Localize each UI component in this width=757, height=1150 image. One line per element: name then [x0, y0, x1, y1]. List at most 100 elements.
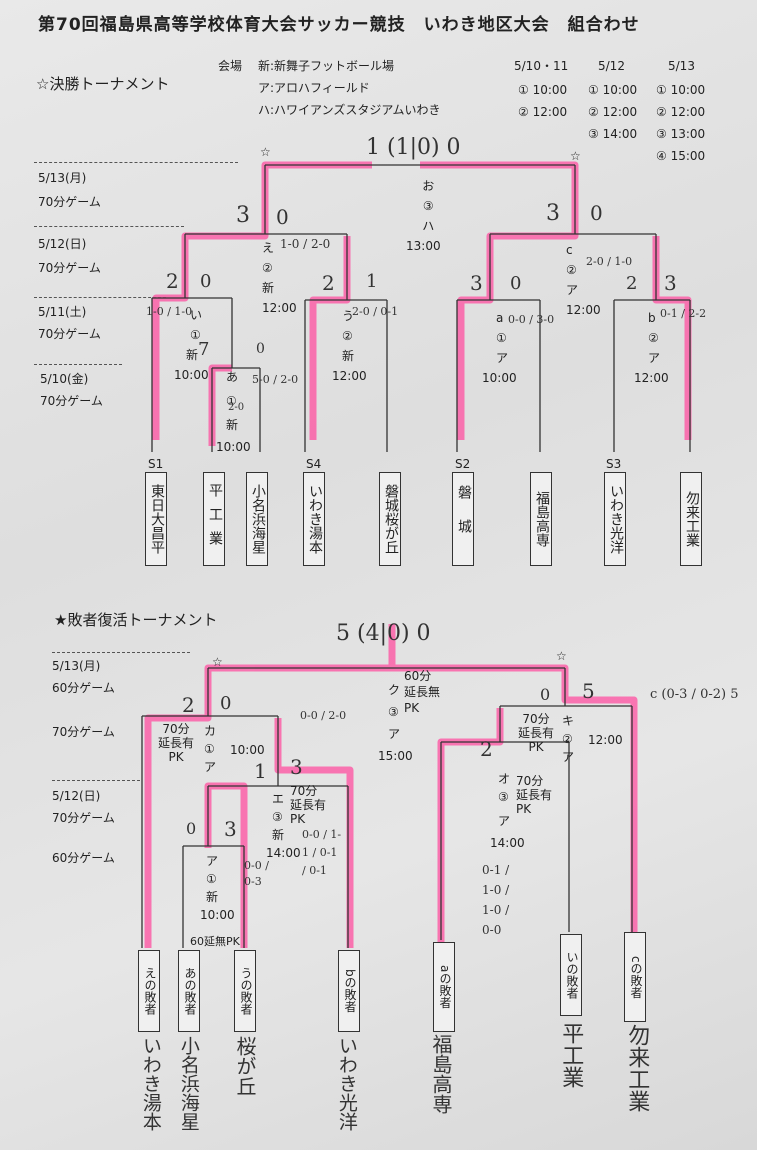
round-length: 70分ゲーム — [38, 327, 101, 341]
hw-score: 1-0 / 1-0 — [146, 305, 193, 318]
hw-score: 0 — [540, 685, 551, 704]
hw-score: 2 — [182, 693, 195, 717]
hw-team-name: 平工業 — [558, 1022, 584, 1088]
hw-score: 0 — [200, 271, 212, 292]
hw-score: 0-1 / 2-2 — [660, 307, 707, 320]
round-length: 70分ゲーム — [52, 811, 115, 825]
round-divider — [52, 652, 190, 653]
round-date: 5/13(月) — [38, 171, 87, 185]
hw-score: 2 — [322, 271, 335, 295]
schedule-time: ③ 13:00 — [656, 127, 706, 141]
repechage-heading: ★敗者復活トーナメント — [54, 611, 218, 629]
seed-label: S4 — [306, 457, 322, 471]
hw-score: 0-0 / 1-1 / 0-1 / 0-1 — [302, 828, 342, 877]
final-heading: ☆決勝トーナメント — [36, 75, 170, 93]
round-length: 70分ゲーム — [38, 195, 101, 209]
team-box: いわき光洋 — [604, 472, 626, 566]
hw-score: c (0-3 / 0-2) 5 — [650, 687, 739, 702]
hw-score: 5-0 / 2-0 — [252, 373, 299, 386]
team-box: cの敗者 — [624, 932, 646, 1022]
hw-score: 3 — [290, 755, 303, 779]
hw-score: 1 — [366, 271, 378, 292]
team-box: 東日大昌平 — [145, 472, 167, 566]
schedule-date: 5/13 — [668, 59, 695, 73]
team-box: 勿来工業 — [680, 472, 702, 566]
star-icon: ☆ — [556, 649, 567, 663]
seed-label: S3 — [606, 457, 622, 471]
round-date: 5/12(日) — [38, 237, 87, 251]
venue-item: 新:新舞子フットボール場 — [258, 59, 395, 73]
page-title: 第70回福島県高等学校体育大会サッカー競技 いわき地区大会 組合わせ — [38, 15, 640, 35]
schedule-time: ② 12:00 — [518, 105, 568, 119]
hw-score: 0-1 / 1-0 / 1-0 / 0-0 — [482, 863, 510, 937]
schedule-date: 5/12 — [598, 59, 625, 73]
hw-team-name: いわき湯本 — [139, 1036, 162, 1131]
hw-team-name: 勿来工業 — [624, 1024, 650, 1112]
star-icon: ☆ — [260, 145, 271, 159]
round-length: 60分ゲーム — [52, 681, 115, 695]
round-length: 70分ゲーム — [40, 394, 103, 408]
hw-score: 0-0 / 2-0 — [300, 709, 347, 722]
hw-score: 2-0 / 0-1 — [352, 305, 399, 318]
team-box: bの敗者 — [338, 950, 360, 1032]
schedule-time: ③ 14:00 — [588, 127, 638, 141]
hw-team-name: いわき光洋 — [335, 1036, 358, 1131]
hw-score: 0 — [510, 273, 522, 294]
hw-score: 3 — [470, 271, 483, 295]
team-box: えの敗者 — [138, 950, 160, 1032]
venue-item: ア:アロハフィールド — [258, 81, 370, 95]
round-length: 70分ゲーム — [38, 261, 101, 275]
hw-team-name: 小名浜海星 — [177, 1036, 200, 1131]
hw-score: 2-0 — [228, 402, 245, 413]
hw-score-final: 5 (4|0) 0 — [336, 621, 431, 646]
hw-score: 2 — [480, 737, 493, 761]
round-date: 5/11(土) — [38, 305, 87, 319]
hw-score: 0 — [590, 201, 603, 225]
schedule-time: ② 12:00 — [588, 105, 638, 119]
hw-score: 5 — [582, 679, 595, 703]
schedule-time: ② 12:00 — [656, 105, 706, 119]
hw-score: 7 — [198, 339, 210, 360]
round-length: 70分ゲーム — [52, 725, 115, 739]
round-date: 5/10(金) — [40, 372, 89, 386]
match-ka-time: 10:00 — [230, 743, 265, 757]
hw-score: 0 — [220, 693, 232, 714]
team-box: 福島高専 — [530, 472, 552, 566]
team-box: 平工業 — [203, 472, 225, 566]
team-box: 磐城 — [452, 472, 474, 566]
hw-team-name: 福島高専 — [429, 1034, 453, 1114]
hw-score-final: 1 (1|0) 0 — [366, 135, 461, 160]
hw-score: 3 — [664, 271, 677, 295]
schedule-date: 5/10・11 — [514, 59, 569, 73]
schedule-time: ① 10:00 — [588, 83, 638, 97]
hw-score: 0 — [256, 341, 265, 357]
round-length: 60分ゲーム — [52, 851, 115, 865]
schedule-time: ④ 15:00 — [656, 149, 706, 163]
venue-label: 会場 — [218, 59, 243, 73]
match-ki-time: 12:00 — [588, 733, 623, 747]
round-divider — [52, 780, 140, 781]
round-divider — [34, 364, 122, 365]
hw-score: 0 — [186, 819, 197, 838]
team-box: 小名浜海星 — [246, 472, 268, 566]
round-divider — [34, 297, 166, 298]
round-divider — [34, 162, 238, 163]
hw-score: 1 — [254, 759, 267, 783]
match-a-note: 60延無PK — [190, 935, 240, 948]
hw-score: 0-0 / 3-0 — [508, 313, 555, 326]
